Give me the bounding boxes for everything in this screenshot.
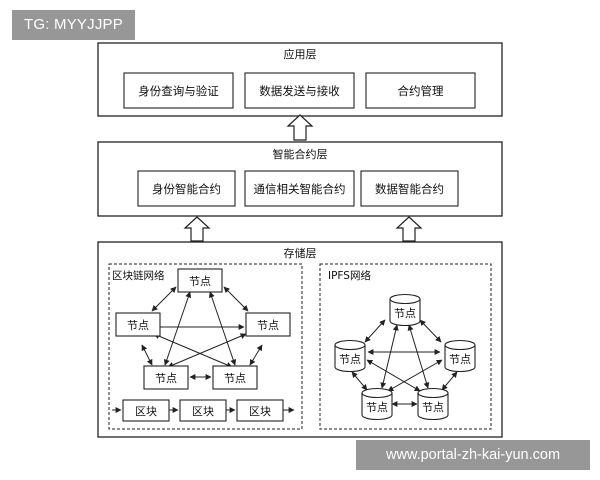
ipfs-node: 节点 bbox=[361, 387, 393, 421]
link bbox=[351, 371, 368, 391]
ipfs-node-label: 节点 bbox=[366, 401, 388, 414]
arrow-contract-to-application bbox=[286, 114, 314, 141]
contract-box-communication: 通信相关智能合约 bbox=[244, 170, 355, 207]
link bbox=[441, 371, 458, 391]
ipfs-node: 节点 bbox=[389, 293, 421, 327]
link bbox=[249, 344, 263, 366]
contract-layer-title: 智能合约层 bbox=[273, 147, 328, 161]
block: 区块 bbox=[236, 399, 284, 422]
link bbox=[419, 319, 442, 343]
ipfs-node: 节点 bbox=[444, 339, 476, 373]
ipfs-links bbox=[351, 319, 458, 407]
block-label: 区块 bbox=[192, 405, 214, 418]
watermark-bottom-right: www.portal-zh-kai-yun.com bbox=[356, 440, 590, 470]
arrow-storage-to-contract-right bbox=[395, 216, 423, 242]
blockchain-node-label: 节点 bbox=[189, 275, 211, 288]
ipfs-node-label: 节点 bbox=[422, 401, 444, 414]
contract-box-data-label: 数据智能合约 bbox=[375, 182, 444, 196]
storage-layer-title: 存储层 bbox=[284, 246, 317, 260]
blockchain-network: 区块链网络 节点 节点 bbox=[108, 263, 303, 430]
application-layer-title: 应用层 bbox=[284, 47, 317, 61]
contract-layer: 智能合约层 身份智能合约 通信相关智能合约 数据智能合约 bbox=[97, 141, 503, 217]
block: 区块 bbox=[179, 399, 227, 422]
ipfs-node: 节点 bbox=[334, 339, 366, 373]
blockchain-node: 节点 bbox=[245, 312, 291, 337]
blockchain-network-title: 区块链网络 bbox=[112, 269, 165, 282]
app-box-identity: 身份查询与验证 bbox=[123, 72, 234, 109]
blockchain-node-label: 节点 bbox=[257, 319, 279, 332]
contract-box-data: 数据智能合约 bbox=[360, 170, 459, 207]
contract-box-identity-label: 身份智能合约 bbox=[152, 182, 221, 196]
ipfs-node-label: 节点 bbox=[449, 353, 471, 366]
ipfs-node-label: 节点 bbox=[339, 353, 361, 366]
block-label: 区块 bbox=[249, 405, 271, 418]
app-box-data-transfer-label: 数据发送与接收 bbox=[259, 84, 340, 98]
block-label: 区块 bbox=[135, 405, 157, 418]
link bbox=[141, 344, 153, 366]
watermark-top-left: TG: MYYJJPP bbox=[12, 10, 135, 40]
ipfs-node: 节点 bbox=[417, 387, 449, 421]
blockchain-node: 节点 bbox=[143, 365, 189, 390]
blockchain-node: 节点 bbox=[212, 365, 258, 390]
link bbox=[364, 319, 386, 343]
blockchain-node-label: 节点 bbox=[155, 372, 177, 385]
link bbox=[167, 333, 247, 368]
contract-box-communication-label: 通信相关智能合约 bbox=[254, 182, 346, 196]
blockchain-node-label: 节点 bbox=[127, 319, 149, 332]
blockchain-node: 节点 bbox=[115, 312, 161, 337]
storage-layer: 存储层 区块链网络 节点 bbox=[97, 241, 503, 438]
contract-box-identity: 身份智能合约 bbox=[137, 170, 236, 207]
ipfs-network: IPFS网络 节点 bbox=[319, 263, 492, 430]
ipfs-node-label: 节点 bbox=[394, 307, 416, 320]
app-box-data-transfer: 数据发送与接收 bbox=[244, 72, 355, 109]
app-box-identity-label: 身份查询与验证 bbox=[138, 84, 219, 98]
application-layer: 应用层 身份查询与验证 数据发送与接收 合约管理 bbox=[97, 42, 503, 117]
ipfs-network-title: IPFS网络 bbox=[328, 269, 371, 282]
app-box-contract-mgmt-label: 合约管理 bbox=[398, 84, 444, 98]
block: 区块 bbox=[122, 399, 170, 422]
link bbox=[387, 359, 443, 392]
blockchain-node-label: 节点 bbox=[224, 372, 246, 385]
blockchain-links bbox=[141, 286, 263, 380]
blockchain-node: 节点 bbox=[177, 268, 223, 293]
arrow-storage-to-contract-left bbox=[183, 216, 211, 242]
app-box-contract-mgmt: 合约管理 bbox=[365, 72, 476, 109]
